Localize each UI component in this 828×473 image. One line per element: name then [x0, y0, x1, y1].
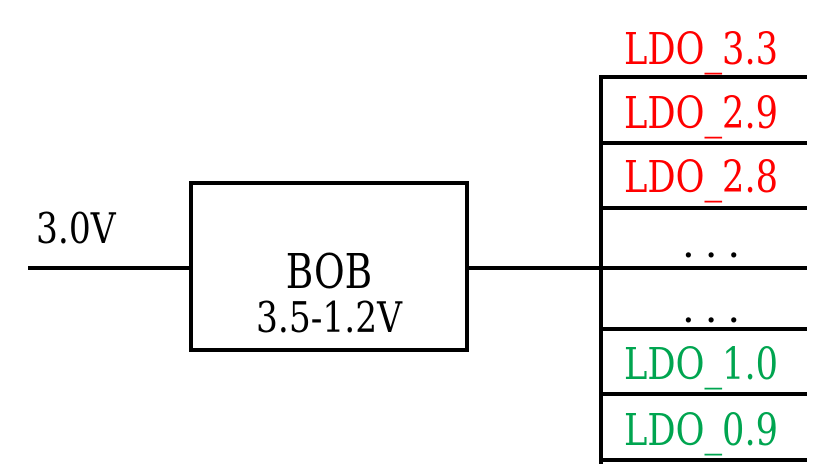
rail-label-ldo-1-0: LDO_1.0 — [624, 339, 779, 390]
bob-title: BOB — [285, 244, 373, 300]
input-voltage-label: 3.0V — [36, 204, 116, 253]
rail-line-ldo-0-9 — [599, 458, 807, 462]
rail-line-ellipsis-1 — [599, 266, 807, 270]
rail-label-ldo-2-9: LDO_2.9 — [624, 88, 779, 139]
rail-line-ellipsis-2 — [599, 327, 807, 331]
rail-label-ellipsis-2: ... — [682, 286, 751, 332]
rail-label-ldo-0-9: LDO_0.9 — [624, 405, 779, 456]
bob-voltage-range: 3.5-1.2V — [255, 293, 403, 342]
rail-line-ldo-1-0 — [599, 392, 807, 396]
bob-block: BOB 3.5-1.2V — [189, 181, 469, 352]
rail-line-ldo-2-9 — [599, 141, 807, 145]
input-wire — [28, 266, 190, 270]
rail-line-ldo-2-8 — [599, 206, 807, 210]
rail-label-ellipsis-1: ... — [682, 221, 751, 267]
rail-label-ldo-2-8: LDO_2.8 — [624, 152, 779, 203]
bob-output-wire — [468, 266, 603, 270]
rail-label-ldo-3-3: LDO_3.3 — [624, 24, 779, 75]
rail-line-ldo-3-3 — [599, 75, 807, 79]
